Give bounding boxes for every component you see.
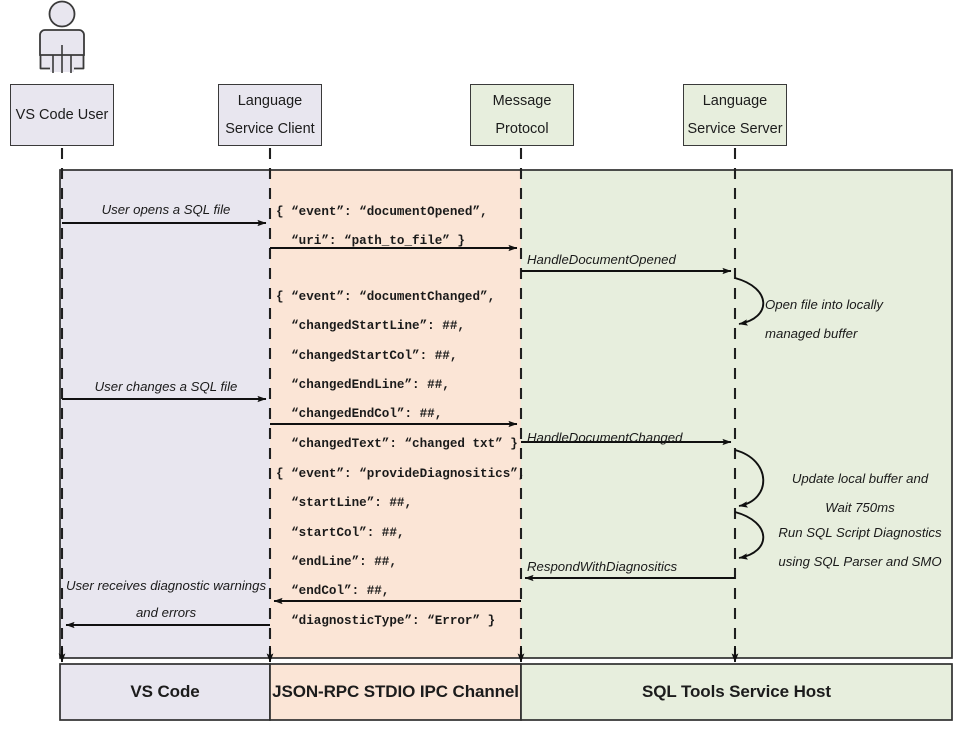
lifelines — [60, 148, 737, 662]
participant-label-language-service-client-line1: Language — [237, 92, 303, 109]
footer-terminators — [58, 646, 739, 663]
message-label-user-changes-sql-file: User changes a SQL file — [94, 379, 238, 394]
message-arrows — [62, 219, 735, 629]
note-open-file-line2: managed buffer — [765, 326, 858, 342]
note-run-diagnostics: Run SQL Script Diagnostics using SQL Par… — [761, 518, 959, 576]
note-run-diagnostics-line2: using SQL Parser and SMO — [778, 554, 942, 570]
note-open-file-line1: Open file into locally — [765, 297, 884, 312]
band-service-host — [521, 170, 952, 658]
participant-label-language-service-server-line1: Language — [702, 92, 768, 109]
footer-label-service-host: SQL Tools Service Host — [642, 682, 831, 701]
band-vs-code — [60, 170, 270, 658]
vs-code-user-actor-icon — [39, 0, 85, 73]
self-loop-open-file — [734, 277, 765, 326]
note-run-diagnostics-line1: Run SQL Script Diagnostics — [778, 525, 942, 540]
participant-box-message-protocol[interactable]: Message Protocol — [470, 84, 574, 146]
participant-label-message-protocol-line2: Protocol — [495, 121, 549, 137]
payload-document-opened: { “event”: “documentOpened”, “uri”: “pat… — [276, 205, 488, 249]
participant-box-vs-code-user[interactable]: VS Code User — [10, 84, 114, 146]
footer-label-ipc-channel: JSON-RPC STDIO IPC Channel — [272, 682, 519, 701]
payload-document-changed: { “event”: “documentChanged”, “changedSt… — [276, 290, 518, 451]
participant-label-language-service-server-line2: Service Server — [687, 121, 783, 137]
message-label-user-receives-diagnostics: User receives diagnostic warnings and er… — [65, 578, 267, 621]
message-label-respond-with-diagnositics: RespondWithDiagnositics — [527, 559, 678, 574]
self-loop-arrows — [734, 277, 765, 560]
note-update-buffer-line2: Wait 750ms — [825, 500, 895, 516]
self-loop-run-diagnostics — [734, 511, 765, 560]
note-update-buffer: Update local buffer and Wait 750ms — [765, 464, 955, 522]
participant-label-message-protocol-line1: Message — [492, 92, 552, 109]
participant-box-language-service-client[interactable]: Language Service Client — [218, 84, 322, 146]
participant-label-language-service-client-line2: Service Client — [225, 121, 315, 137]
payload-provide-diagnositics: { “event”: “provideDiagnositics”, “start… — [276, 467, 526, 628]
note-open-file: Open file into locally managed buffer — [765, 290, 955, 348]
participant-label-vs-code-user-line1: VS Code User — [15, 106, 109, 123]
footer-bar — [59, 663, 953, 721]
message-label-handle-document-opened: HandleDocumentOpened — [527, 252, 676, 267]
band-ipc-channel — [270, 170, 521, 658]
participant-box-language-service-server[interactable]: Language Service Server — [683, 84, 787, 146]
footer-label-vs-code: VS Code — [130, 682, 200, 701]
message-label-handle-document-changed: HandleDocumentChanged — [527, 430, 683, 445]
self-loop-update-buffer — [734, 449, 765, 508]
message-label-user-opens-sql-file: User opens a SQL file — [101, 202, 231, 217]
note-update-buffer-line1: Update local buffer and — [791, 471, 929, 486]
